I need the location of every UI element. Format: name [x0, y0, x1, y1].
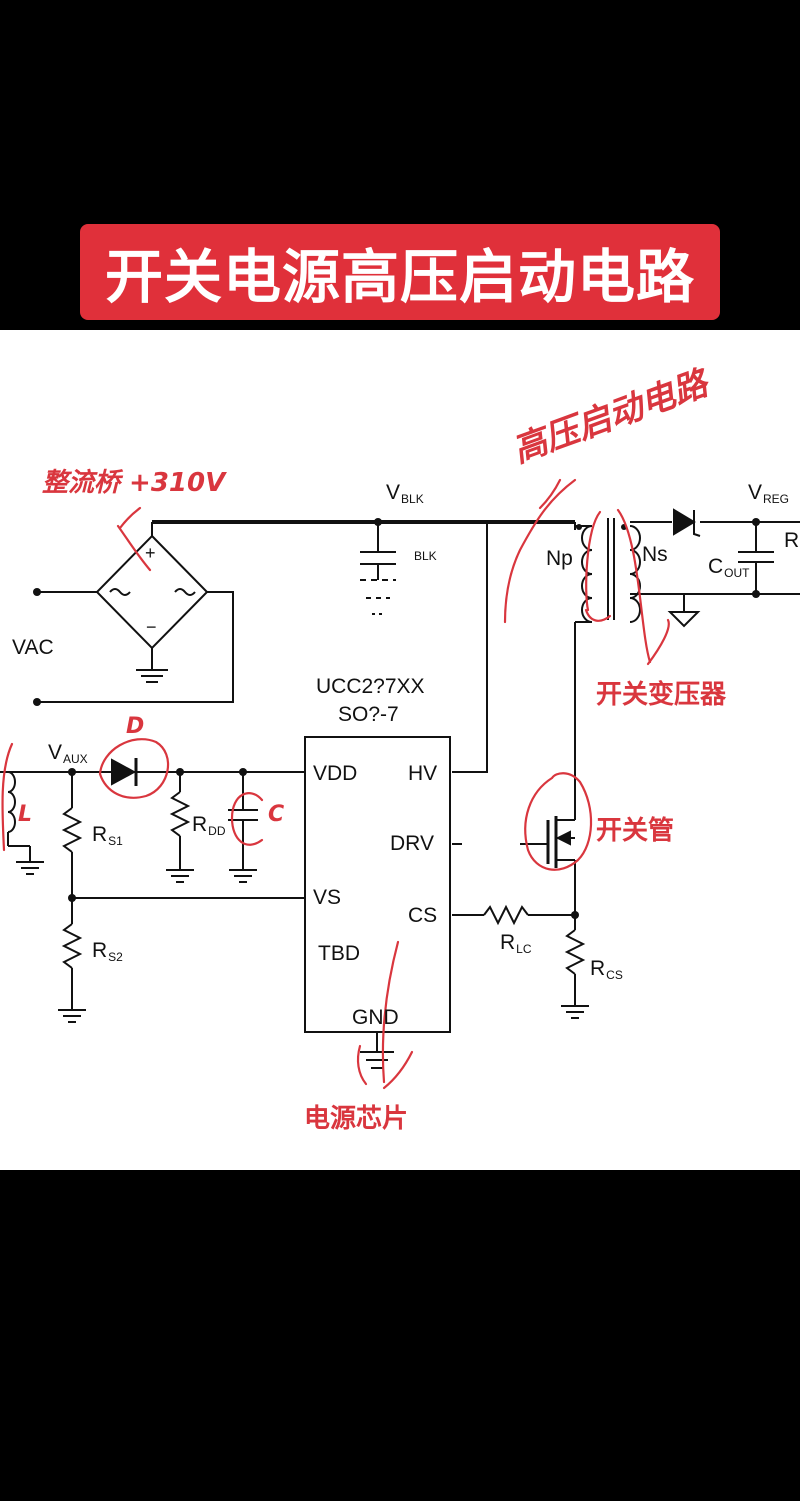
pin-tbd-label: TBD [318, 942, 360, 965]
d-annotation-stroke [98, 738, 170, 799]
np-label: Np [546, 547, 573, 570]
pin-vdd-label: VDD [313, 762, 358, 785]
vac-label: VAC [12, 636, 54, 659]
aux-diode [111, 758, 137, 786]
bridge-plus-label: + [145, 543, 156, 563]
secondary-ground [667, 611, 701, 628]
rcs-label: RCS [590, 957, 623, 982]
rlc-resistor [483, 904, 529, 926]
primary-winding [581, 525, 593, 623]
rs1-resistor [61, 807, 83, 853]
v-reg-label: VREG [748, 481, 790, 506]
mosfet-arrow [555, 830, 571, 846]
rs2-label: RS2 [92, 939, 123, 964]
r-edge-label: R [784, 529, 800, 552]
c-annotation: C [268, 802, 285, 827]
pin-hv-label: HV [408, 762, 438, 785]
bridge-tilde-left [109, 588, 131, 596]
c-annotation-stroke [230, 792, 264, 846]
hv-startup-annotation-stroke [503, 478, 577, 624]
chip-annotation: 电源芯片 [304, 1104, 409, 1134]
vac-terminal-top [33, 588, 41, 596]
hv-pin-wire [452, 522, 488, 773]
aux-winding [7, 771, 16, 833]
rs2-resistor [61, 923, 83, 969]
rdd-label: RDD [192, 813, 226, 838]
ns-label: Ns [642, 543, 668, 566]
circuit-schematic [0, 478, 800, 1090]
blk-cap-label: BLK [414, 549, 437, 563]
title-banner: 开关电源高压启动电路 [80, 224, 720, 320]
rectifier-annotation: 整流桥 +310V [42, 468, 226, 498]
pin-cs-label: CS [408, 904, 438, 927]
page-title: 开关电源高压启动电路 [104, 243, 695, 311]
switch-annotation-stroke [524, 772, 593, 871]
pin-drv-label: DRV [390, 832, 434, 855]
rectifier-annotation-stroke [116, 524, 152, 572]
chip-package-label: SO?-7 [338, 703, 399, 726]
l-annotation: L [18, 802, 33, 827]
chip-name-label: UCC2?7XX [316, 675, 425, 698]
bridge-tilde-right [174, 588, 196, 596]
vac-terminal-bottom [33, 698, 41, 706]
secondary-winding [629, 525, 641, 623]
c-out-label: COUT [708, 555, 750, 580]
rcs-resistor [564, 929, 586, 975]
transformer-annotation-stroke [616, 508, 652, 664]
l-annotation-stroke [1, 742, 14, 852]
output-diode [673, 508, 696, 536]
rs1-label: RS1 [92, 823, 123, 848]
rdd-resistor [169, 791, 191, 837]
v-aux-label: VAUX [48, 741, 88, 766]
transformer-annotation: 开关变压器 [596, 680, 727, 710]
d-annotation: D [126, 714, 145, 739]
pin-gnd-label: GND [352, 1006, 399, 1029]
schematic-panel: VBLK BLK VREG R Np Ns COUT VAC + − UCC2?… [0, 330, 800, 1170]
v-blk-label: VBLK [386, 481, 424, 506]
chip-annotation-stroke [381, 940, 400, 1084]
bridge-minus-label: − [146, 617, 157, 637]
switch-annotation: 开关管 [596, 816, 675, 846]
pin-vs-label: VS [313, 886, 342, 909]
rlc-label: RLC [500, 931, 532, 956]
ac-in-bottom-wire [37, 591, 234, 703]
